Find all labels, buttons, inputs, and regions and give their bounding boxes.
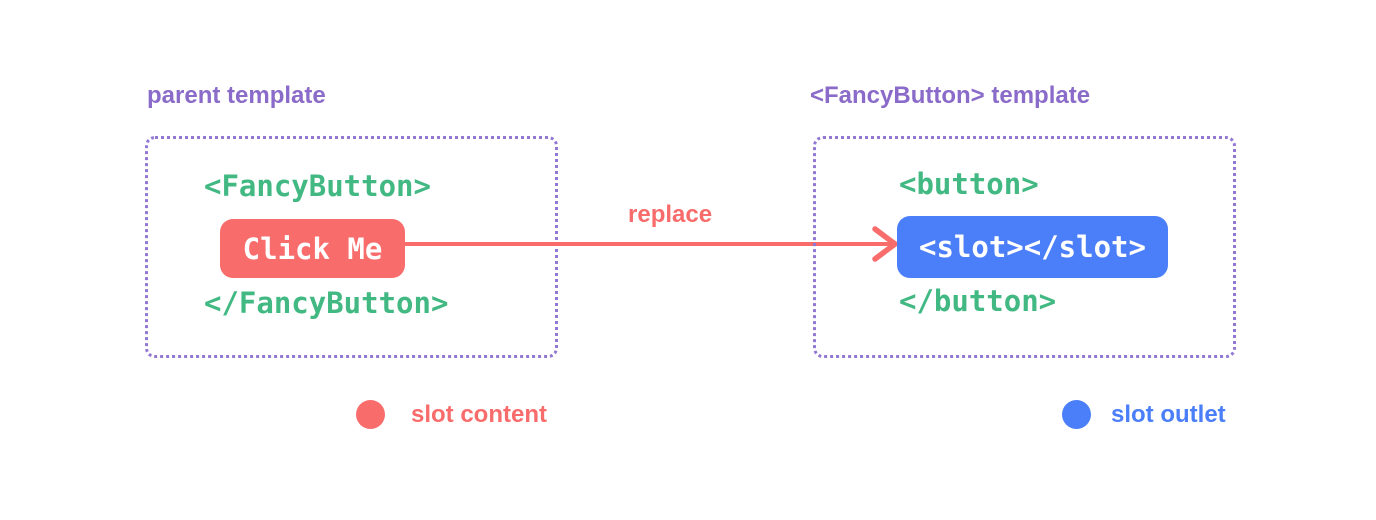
- fancybutton-template-title: <FancyButton> template: [810, 82, 1091, 109]
- button-close-tag: </button>: [899, 284, 1057, 318]
- fancybutton-close-tag: </FancyButton>: [204, 286, 449, 320]
- slot-outlet-dot-icon: [1062, 400, 1091, 429]
- button-open-tag: <button>: [899, 167, 1039, 201]
- click-me-label: Click Me: [242, 231, 383, 266]
- fancybutton-open-tag: <FancyButton>: [204, 169, 431, 203]
- click-me-button: Click Me: [220, 219, 405, 278]
- parent-template-box: [145, 136, 558, 358]
- replace-arrow-icon: [403, 226, 898, 262]
- slot-outlet-legend-label: slot outlet: [1111, 401, 1226, 428]
- parent-template-title: parent template: [147, 82, 326, 109]
- slot-content-legend-label: slot content: [411, 401, 547, 428]
- slot-outlet-box: <slot></slot>: [897, 216, 1168, 278]
- fancybutton-template-box: [813, 136, 1236, 358]
- slot-code-label: <slot></slot>: [919, 230, 1146, 264]
- replace-label: replace: [628, 201, 713, 228]
- slot-content-dot-icon: [356, 400, 385, 429]
